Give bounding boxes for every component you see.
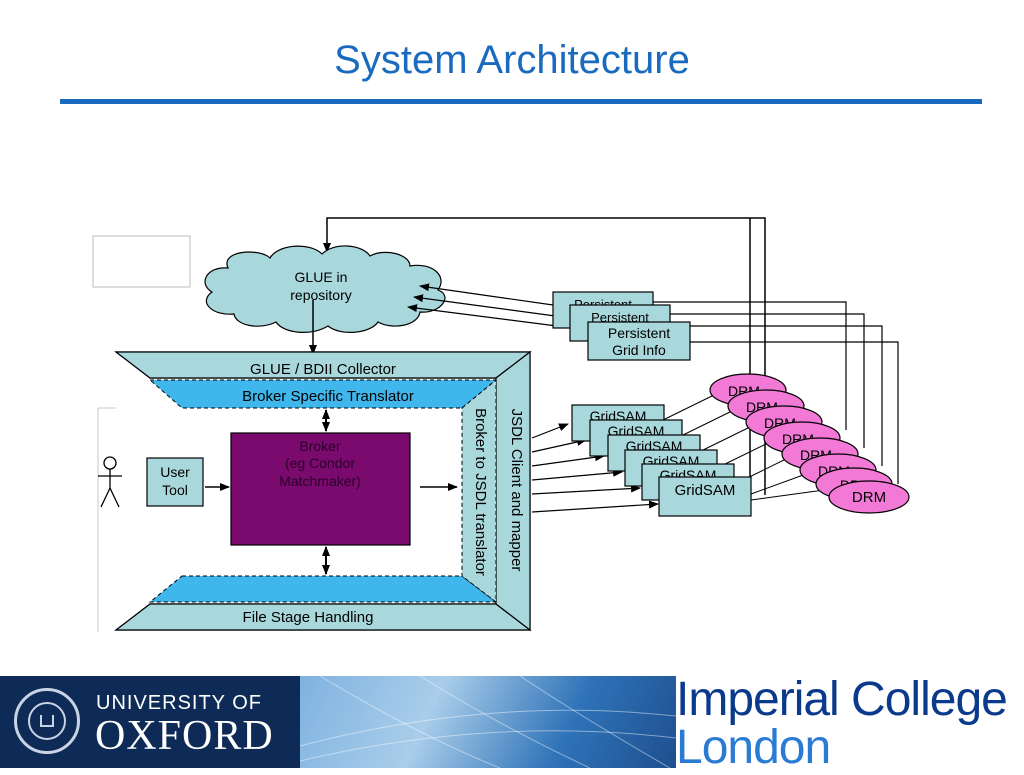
jsdl-gridsam-arrow-1: [531, 423, 569, 439]
architecture-diagram: GLUE in repository Persistent Persistent…: [92, 217, 910, 632]
user-icon: [98, 456, 122, 508]
grid-info-drm-line-1: [653, 301, 847, 430]
persistent-grid-info-line2: Grid Info: [612, 342, 666, 358]
user-tool-box: User Tool: [146, 457, 204, 507]
oxford-line2: OXFORD: [95, 713, 274, 759]
gridsam-stack: GridSAM GridSAM GridSAM GridSAM GridSAM …: [571, 404, 752, 517]
grid-info-drm-line-3: [686, 325, 883, 466]
feedback-arrow: [323, 217, 766, 495]
jsdl-gridsam-arrow-6: [531, 500, 659, 513]
grid-info-drm-line-2: [668, 313, 865, 448]
jsdl-gridsam-arrow-4: [531, 468, 623, 481]
oxford-logo: UNIVERSITY OF OXFORD: [0, 676, 300, 768]
glue-repository-cloud: GLUE in repository: [204, 245, 446, 333]
user-tool-label-line1: User: [160, 464, 190, 480]
title-underline: [60, 99, 982, 104]
drm-stack: DRM DRM DRM DRM DRM DRM DR DRM: [709, 373, 910, 514]
imperial-line2: London: [676, 721, 831, 774]
grid-info-arrow-2: [413, 294, 571, 319]
broker-box: Broker (eg Condor Matchmaker): [230, 432, 411, 546]
grid-info-drm-line-4: [690, 341, 899, 484]
drm-label-front: DRM: [852, 489, 886, 506]
collector-band-label: GLUE / BDII Collector: [250, 361, 396, 378]
oxford-line1: UNIVERSITY OF: [96, 692, 262, 714]
cloud-label-line1: GLUE in: [295, 269, 348, 285]
broker-label-line1: Broker: [299, 438, 341, 454]
grid-info-arrow-1: [419, 283, 554, 306]
persistent-grid-info-stack: Persistent Persistent Persistent Grid In…: [552, 291, 691, 361]
blank-placeholder-box: [92, 235, 191, 288]
footer-logos: UNIVERSITY OF OXFORD Imperial College Lo…: [0, 673, 1024, 774]
broker-frame: GLUE / BDII Collector Broker Specific Tr…: [114, 350, 532, 632]
file-stage-band-label: File Stage Handling: [243, 609, 374, 626]
imperial-logo: Imperial College London: [676, 673, 1024, 774]
slide-title: System Architecture: [334, 38, 690, 82]
client-mapper-band-label: JSDL Client and mapper: [508, 409, 525, 572]
broker-label-line2: (eg Condor: [285, 455, 355, 471]
broker-label-line3: Matchmaker): [279, 473, 361, 489]
globe-banner-image: [300, 676, 676, 768]
persistent-grid-info-line1: Persistent: [608, 325, 670, 341]
oxford-seal-icon: [14, 688, 80, 754]
persistent-label-middle: Persistent: [591, 310, 649, 325]
user-tool-label-line2: Tool: [162, 482, 188, 498]
jsdl-gridsam-arrow-3: [531, 453, 605, 467]
jsdl-gridsam-arrow-5: [531, 484, 641, 495]
cloud-label-line2: repository: [290, 287, 351, 303]
imperial-line1: Imperial College: [676, 673, 1008, 726]
jsdl-translator-band-label: Broker to JSDL translator: [472, 408, 489, 576]
translator-band-label: Broker Specific Translator: [242, 388, 414, 405]
jsdl-gridsam-arrow-2: [531, 438, 587, 453]
gridsam-label-front: GridSAM: [675, 482, 736, 499]
